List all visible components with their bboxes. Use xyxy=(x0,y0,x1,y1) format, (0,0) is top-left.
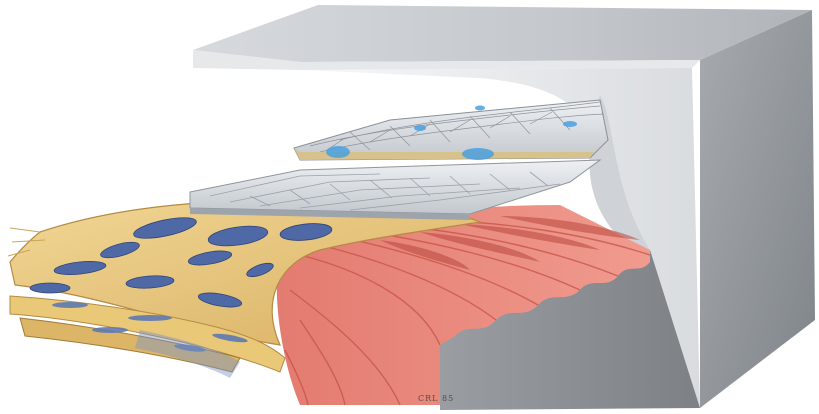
artist-signature: CRL 85 xyxy=(418,394,454,403)
block-right-face xyxy=(700,10,815,408)
